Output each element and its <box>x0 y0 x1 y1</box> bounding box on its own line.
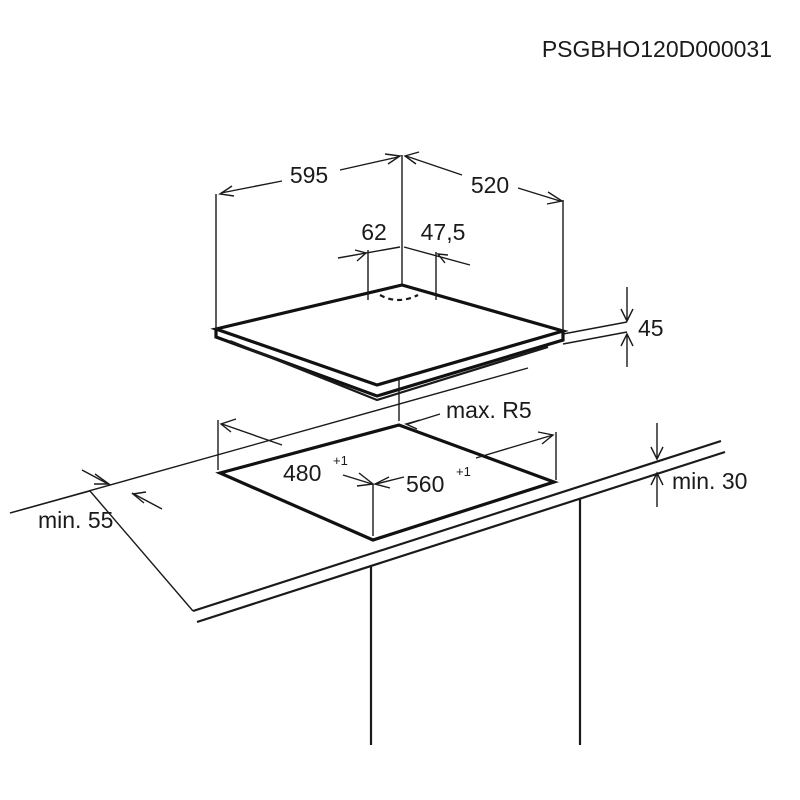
dimension-cutout-depth: 480 +1 <box>219 418 375 487</box>
dimension-hob-height: 45 <box>620 287 664 367</box>
worktop <box>9 367 726 745</box>
label-cutout-width: 560 <box>406 471 444 497</box>
dimension-hob-depth: 520 <box>403 151 564 205</box>
label-cutout-depth: 480 <box>283 460 321 486</box>
label-edge-distance: min. 55 <box>38 507 113 533</box>
dimension-offsets: 62 47,5 <box>337 219 471 266</box>
label-hob-depth: 520 <box>471 172 509 198</box>
dimension-hob-width: 595 <box>218 153 402 197</box>
dimension-edge-distance: min. 55 <box>38 469 163 533</box>
worktop-cutout <box>215 378 559 542</box>
label-hob-width: 595 <box>290 162 328 188</box>
projection-lines <box>215 155 628 345</box>
label-worktop-thickness: min. 30 <box>672 468 747 494</box>
dimension-cutout-width: 560 +1 <box>373 431 555 497</box>
label-corner-radius: max. R5 <box>446 397 532 423</box>
label-offset-right: 47,5 <box>421 219 466 245</box>
dimension-corner-radius: max. R5 <box>403 397 532 430</box>
document-code: PSGBHO120D000031 <box>542 36 772 62</box>
label-hob-height: 45 <box>638 315 664 341</box>
hob-body <box>210 283 569 402</box>
label-offset-left: 62 <box>361 219 387 245</box>
label-cutout-depth-tolerance: +1 <box>333 453 348 468</box>
dimension-worktop-thickness: min. 30 <box>650 423 747 507</box>
label-cutout-width-tolerance: +1 <box>456 464 471 479</box>
